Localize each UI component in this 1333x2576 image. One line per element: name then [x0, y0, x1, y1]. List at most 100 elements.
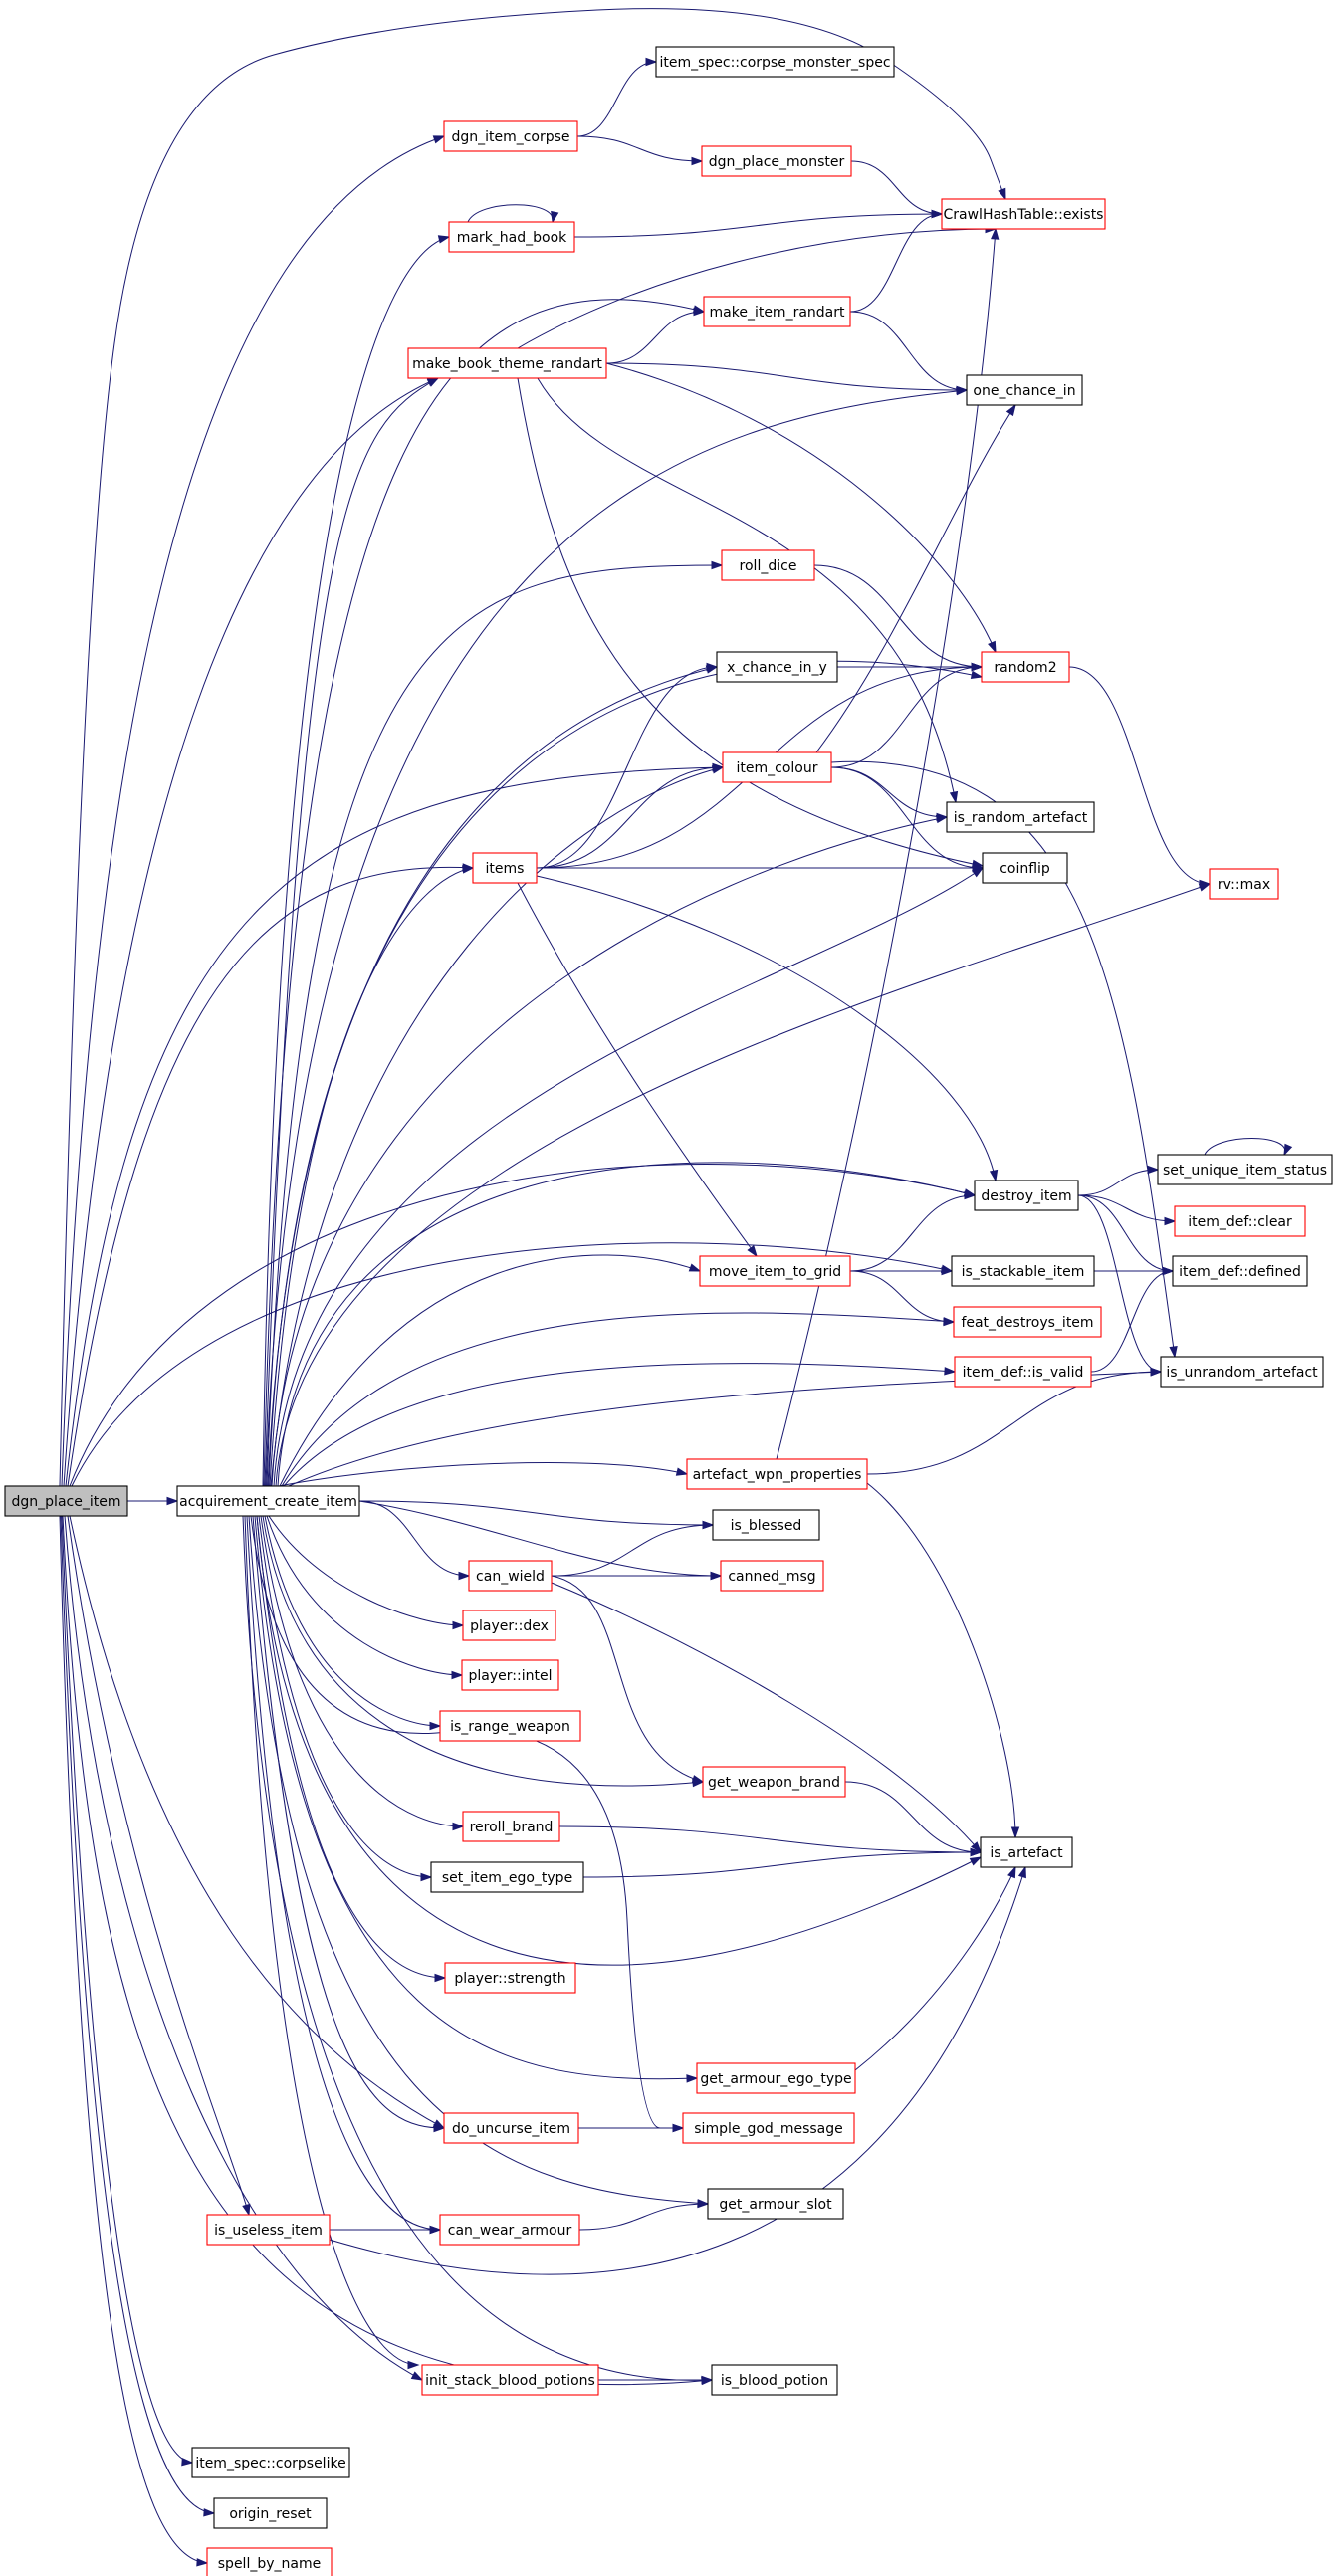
edge-line	[69, 1164, 976, 1487]
edge-line	[1068, 666, 1211, 885]
node-item-spec-corpselike[interactable]: item_spec::corpselike	[191, 2447, 350, 2478]
node-item-spec-corpse-monster-spec[interactable]: item_spec::corpse_monster_spec	[655, 46, 895, 78]
edge-acquirement_create_item-to-move_item_to_grid	[279, 1254, 702, 1487]
node-coinflip[interactable]: coinflip	[982, 852, 1068, 884]
arrowhead	[686, 2074, 699, 2083]
node-box	[953, 1306, 1102, 1338]
node-box	[711, 2364, 838, 2396]
node-one-chance-in[interactable]: one_chance_in	[966, 374, 1083, 406]
node-do-uncurse-item[interactable]: do_uncurse_item	[443, 2112, 579, 2144]
arrowhead	[971, 1841, 982, 1854]
edge-dgn_item_corpse-to-dgn_place_monster	[576, 135, 704, 166]
edge-acquirement_create_item-to-is_range_weapon	[264, 1515, 442, 1731]
node-item-def-is-valid[interactable]: item_def::is_valid	[954, 1356, 1092, 1388]
node-label: item_def::is_valid	[963, 1365, 1084, 1381]
edge-acquirement_create_item-to-player_dex	[268, 1515, 465, 1630]
node-label: rv::max	[1218, 877, 1270, 893]
node-item-colour[interactable]: item_colour	[722, 751, 832, 783]
node-origin-reset[interactable]: origin_reset	[213, 2497, 328, 2529]
edge-line	[1204, 1138, 1286, 1156]
edge-line	[358, 1500, 722, 1577]
edge-line	[467, 204, 554, 223]
node-is-unrandom-artefact[interactable]: is_unrandom_artefact	[1160, 1356, 1324, 1388]
arrowhead	[458, 1571, 471, 1581]
node-label: player::strength	[454, 1971, 565, 1987]
node-crawl-hash-table-exists[interactable]: CrawlHashTable::exists	[941, 198, 1106, 230]
node-player-strength[interactable]: player::strength	[444, 1962, 576, 1994]
node-items[interactable]: items	[472, 852, 538, 884]
node-get-weapon-brand[interactable]: get_weapon_brand	[702, 1766, 846, 1798]
node-make-item-randart[interactable]: make_item_randart	[703, 296, 851, 327]
edge-line	[551, 1575, 704, 1783]
edge-line	[849, 1270, 955, 1323]
node-set-item-ego-type[interactable]: set_item_ego_type	[430, 1861, 584, 1893]
edge-random2-to-rv_max	[1068, 666, 1212, 889]
edge-acquirement_create_item-to-coinflip	[273, 867, 985, 1487]
node-random2[interactable]: random2	[981, 651, 1070, 683]
node-dgn-place-monster[interactable]: dgn_place_monster	[701, 145, 852, 177]
edge-move_item_to_grid-to-feat_destroys_item	[849, 1270, 956, 1327]
node-label: acquirement_create_item	[179, 1494, 357, 1510]
node-is-artefact[interactable]: is_artefact	[980, 1836, 1073, 1868]
node-box	[703, 296, 851, 327]
node-label: reroll_brand	[470, 1820, 554, 1835]
edge-line	[813, 564, 983, 668]
edge-line	[252, 1515, 445, 2129]
node-spell-by-name[interactable]: spell_by_name	[206, 2547, 333, 2576]
node-is-blessed[interactable]: is_blessed	[712, 1509, 820, 1541]
node-canned-msg[interactable]: canned_msg	[720, 1560, 824, 1592]
node-is-blood-potion[interactable]: is_blood_potion	[711, 2364, 838, 2396]
edge-line	[266, 1515, 463, 1676]
node-acquirement-create-item[interactable]: acquirement_create_item	[176, 1485, 360, 1517]
edge-destroy_item-to-item_def_clear	[1077, 1194, 1177, 1226]
node-get-armour-ego-type[interactable]: get_armour_ego_type	[696, 2062, 856, 2094]
node-player-dex[interactable]: player::dex	[462, 1610, 556, 1641]
arrowhead	[991, 227, 1000, 240]
node-is-useless-item[interactable]: is_useless_item	[206, 2214, 331, 2246]
edge-line	[283, 1363, 956, 1487]
node-label: is_blood_potion	[721, 2373, 828, 2389]
node-item-def-clear[interactable]: item_def::clear	[1174, 1205, 1306, 1237]
node-init-stack-blood-potions[interactable]: init_stack_blood_potions	[421, 2364, 599, 2396]
arrowhead	[429, 1721, 442, 1731]
node-is-stackable-item[interactable]: is_stackable_item	[951, 1255, 1095, 1287]
node-destroy-item[interactable]: destroy_item	[974, 1180, 1079, 1211]
node-make-book-theme-randart[interactable]: make_book_theme_randart	[407, 347, 607, 379]
node-item-def-defined[interactable]: item_def::defined	[1172, 1255, 1308, 1287]
edge-line	[271, 816, 948, 1487]
node-set-unique-item-status[interactable]: set_unique_item_status	[1157, 1154, 1333, 1185]
node-can-wear-armour[interactable]: can_wear_armour	[439, 2214, 580, 2246]
edge-acquirement_create_item-to-init_stack_blood_potions	[244, 1515, 420, 2370]
node-is-range-weapon[interactable]: is_range_weapon	[439, 1710, 581, 1742]
node-label: origin_reset	[229, 2506, 312, 2522]
edge-line	[558, 1825, 982, 1853]
arrowhead	[956, 386, 969, 396]
node-reroll-brand[interactable]: reroll_brand	[462, 1811, 560, 1842]
node-dgn-item-corpse[interactable]: dgn_item_corpse	[443, 120, 578, 152]
node-rv-max[interactable]: rv::max	[1209, 868, 1279, 900]
node-feat-destroys-item[interactable]: feat_destroys_item	[953, 1306, 1102, 1338]
edge-line	[265, 389, 968, 1487]
edge-acquirement_create_item-to-reroll_brand	[260, 1515, 465, 1831]
node-box	[980, 1836, 1073, 1868]
node-move-item-to-grid[interactable]: move_item_to_grid	[699, 1255, 851, 1287]
node-get-armour-slot[interactable]: get_armour_slot	[707, 2188, 844, 2220]
node-x-chance-in-y[interactable]: x_chance_in_y	[716, 651, 838, 683]
edge-line	[260, 1515, 464, 1827]
node-roll-dice[interactable]: roll_dice	[721, 549, 815, 581]
node-mark-had-book[interactable]: mark_had_book	[448, 221, 575, 253]
edge-acquirement_create_item-to-player_intel	[266, 1515, 464, 1680]
node-player-intel[interactable]: player::intel	[461, 1659, 559, 1691]
node-is-random-artefact[interactable]: is_random_artefact	[946, 801, 1095, 833]
node-simple-god-message[interactable]: simple_god_message	[682, 2112, 855, 2144]
edge-item_colour-to-random2	[830, 662, 984, 768]
node-label: is_useless_item	[214, 2223, 323, 2239]
edge-line	[1077, 1194, 1174, 1272]
edge-line	[830, 766, 948, 818]
edge-line	[61, 1515, 193, 2464]
node-label: player::intel	[469, 1668, 553, 1684]
edge-make_book_theme_randart-to-one_chance_in	[605, 362, 969, 395]
node-can-wield[interactable]: can_wield	[468, 1560, 553, 1592]
node-artefact-wpn-properties[interactable]: artefact_wpn_properties	[686, 1458, 868, 1490]
